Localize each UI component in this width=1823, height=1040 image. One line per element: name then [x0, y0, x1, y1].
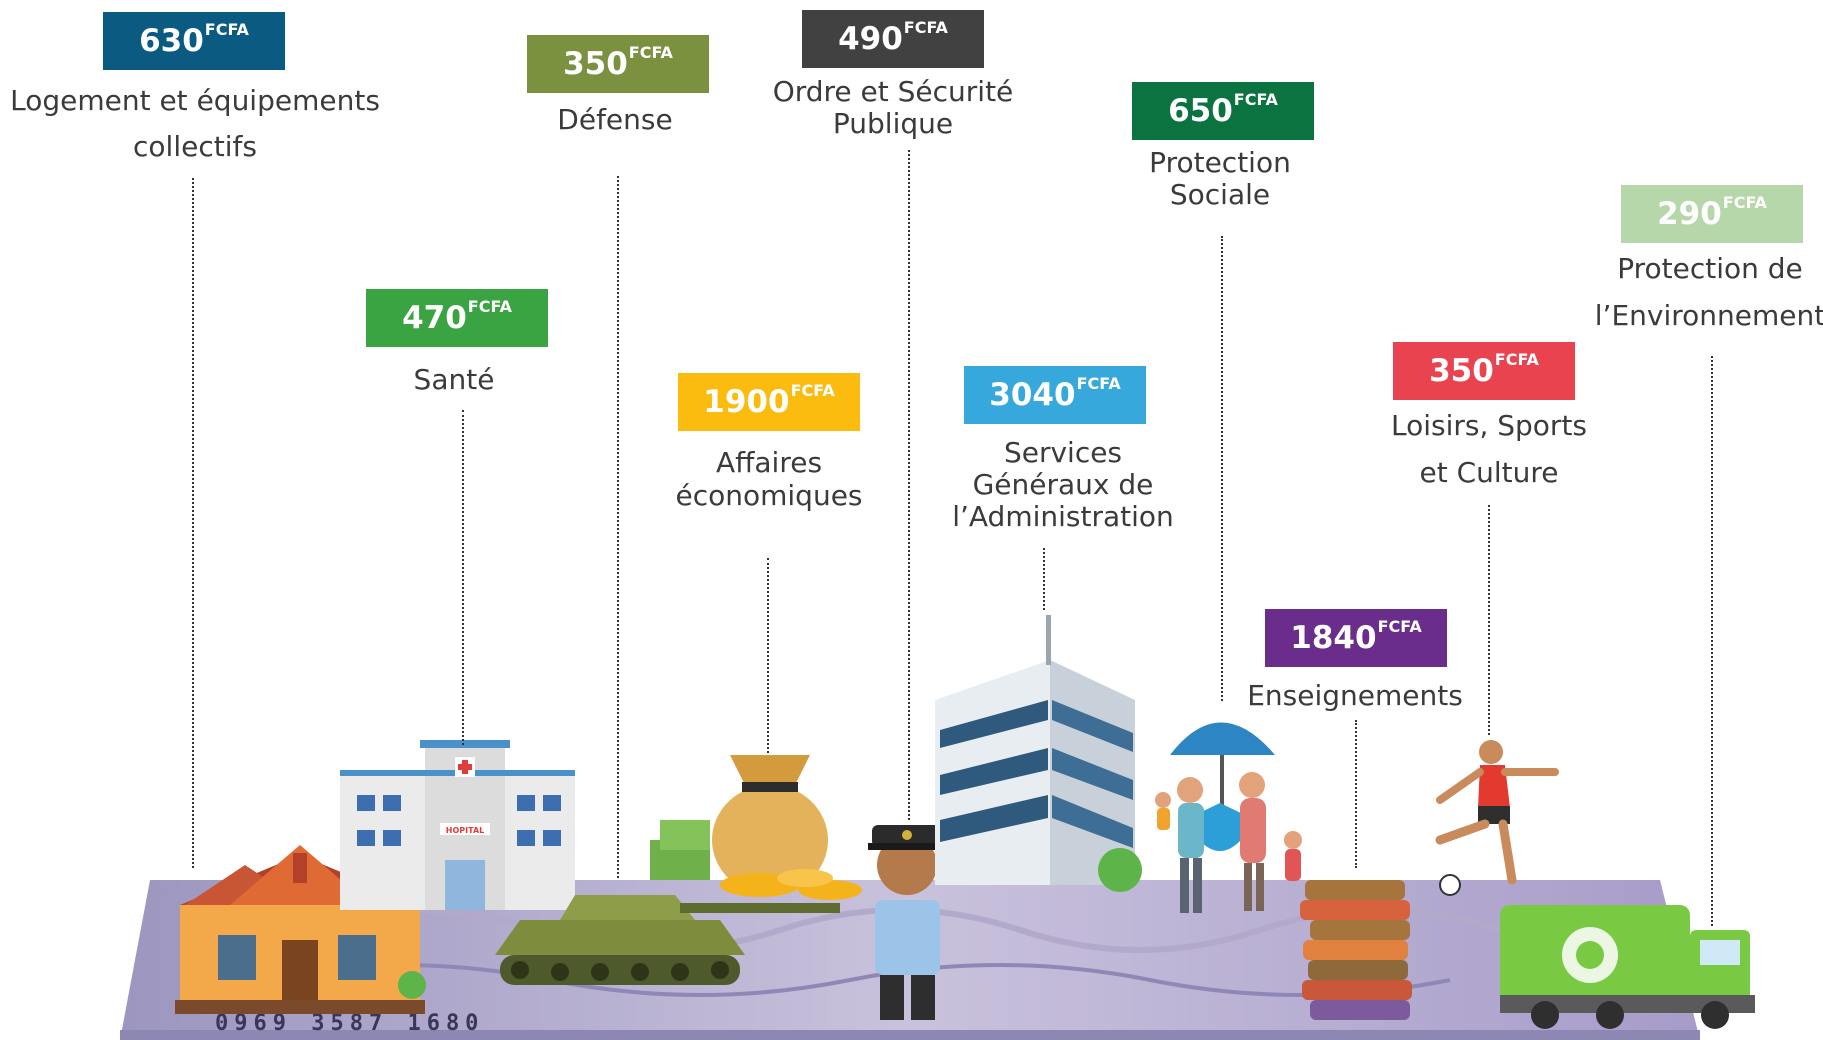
- amount-services: 3040: [989, 376, 1076, 413]
- label-ordre-line-1: Ordre et Sécurité: [772, 75, 1014, 108]
- unit-enseignements: FCFA: [1377, 617, 1422, 636]
- hospital-illustration: HOPITAL: [340, 740, 575, 910]
- football-player-illustration: [1435, 740, 1559, 896]
- label-services: Services Généraux de l’Administration: [853, 437, 1273, 533]
- office-building-illustration: [935, 615, 1142, 892]
- amount-enseignements: 1840: [1290, 619, 1377, 656]
- label-services-line-2: Généraux de: [972, 468, 1154, 501]
- recycling-truck-illustration: [1500, 905, 1755, 1029]
- tank-illustration: [495, 895, 840, 985]
- amount-protection-sociale: 650: [1168, 92, 1233, 129]
- amount-ordre: 490: [838, 20, 903, 57]
- label-logement-line-1: Logement et équipements: [10, 84, 380, 117]
- label-loisirs-line-2: et Culture: [1419, 456, 1559, 489]
- amount-environnement: 290: [1657, 195, 1722, 232]
- unit-sante: FCFA: [467, 297, 512, 316]
- label-protection-sociale-line-2: Sociale: [1169, 178, 1271, 211]
- leader-line-loisirs: [1488, 505, 1490, 735]
- label-environnement-line-2: l’Environnement: [1594, 299, 1823, 332]
- label-defense-line-1: Défense: [557, 103, 673, 136]
- family-umbrella-illustration: [1155, 722, 1302, 913]
- leader-line-services: [1043, 548, 1045, 610]
- leader-line-affaires: [767, 558, 769, 753]
- label-loisirs-line-1: Loisirs, Sports: [1390, 409, 1588, 442]
- unit-loisirs: FCFA: [1494, 350, 1539, 369]
- money-bag-illustration: [650, 755, 862, 900]
- label-services-line-3: l’Administration: [952, 500, 1174, 533]
- label-affaires-line-1: Affaires: [715, 446, 823, 479]
- hospital-sign: HOPITAL: [446, 826, 484, 835]
- label-defense: Défense: [405, 100, 825, 140]
- label-logement: Logement et équipements collectifs: [0, 78, 405, 170]
- label-affaires: Affaires économiques: [559, 446, 979, 512]
- unit-environnement: FCFA: [1722, 193, 1767, 212]
- label-affaires-line-2: économiques: [675, 479, 863, 512]
- unit-services: FCFA: [1076, 374, 1121, 393]
- unit-protection-sociale: FCFA: [1233, 90, 1278, 109]
- label-loisirs: Loisirs, Sports et Culture: [1279, 402, 1699, 496]
- unit-ordre: FCFA: [903, 18, 948, 37]
- amount-loisirs: 350: [1429, 352, 1494, 389]
- label-environnement-line-1: Protection de: [1617, 252, 1803, 285]
- unit-affaires: FCFA: [790, 381, 835, 400]
- leader-line-defense: [617, 176, 619, 878]
- amount-sante: 470: [402, 299, 467, 336]
- leader-line-ordre: [908, 150, 910, 820]
- label-environnement: Protection de l’Environnement: [1500, 245, 1823, 339]
- leader-line-logement: [192, 178, 194, 868]
- leader-line-sante: [462, 410, 464, 745]
- label-ordre: Ordre et Sécurité Publique: [683, 76, 1103, 140]
- label-enseignements-line-1: Enseignements: [1247, 679, 1463, 712]
- amount-affaires: 1900: [703, 383, 790, 420]
- label-protection-sociale: Protection Sociale: [1010, 147, 1430, 211]
- leader-line-protection-sociale: [1221, 236, 1223, 701]
- books-stack-illustration: [1300, 880, 1412, 1020]
- amount-defense: 350: [563, 45, 628, 82]
- label-sante-line-1: Santé: [413, 363, 495, 396]
- banknote-serial: 0969 3587 1680: [215, 1011, 484, 1036]
- label-logement-line-2: collectifs: [133, 130, 257, 163]
- unit-defense: FCFA: [628, 43, 673, 62]
- unit-logement: FCFA: [204, 20, 249, 39]
- amount-logement: 630: [139, 22, 204, 59]
- leader-line-environnement: [1711, 356, 1713, 926]
- leader-line-enseignements: [1355, 720, 1357, 868]
- label-enseignements: Enseignements: [1145, 676, 1565, 716]
- label-sante: Santé: [244, 360, 664, 400]
- label-services-line-1: Services: [1003, 436, 1123, 469]
- label-protection-sociale-line-1: Protection: [1149, 146, 1291, 179]
- label-ordre-line-2: Publique: [832, 107, 954, 140]
- house-illustration: [175, 845, 426, 1014]
- policeman-illustration: [868, 825, 946, 1020]
